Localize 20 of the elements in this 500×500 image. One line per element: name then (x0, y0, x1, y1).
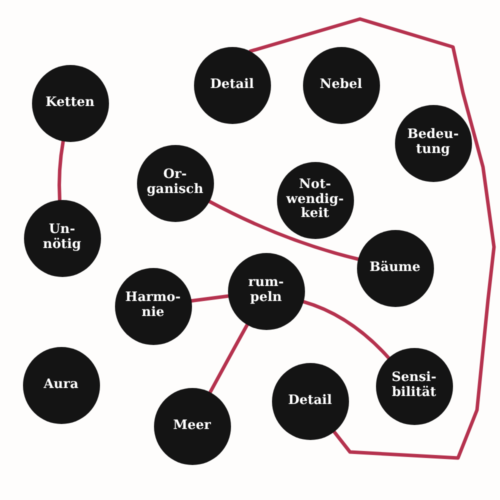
node-label: Sensi- bilität (392, 371, 436, 401)
node-label: rum- peln (248, 276, 284, 306)
node-label: Bedeu- tung (407, 128, 459, 158)
node-label: Detail (210, 78, 254, 92)
node-label: Ketten (45, 96, 95, 110)
node-label: Harmo- nie (125, 291, 181, 321)
node-label: Or- ganisch (146, 168, 204, 198)
node-label: Bäume (370, 260, 420, 276)
connector-line (189, 294, 230, 303)
connector-line (207, 199, 360, 261)
node-label: Nebel (320, 78, 362, 92)
connector-line (208, 322, 250, 394)
node-label: Not- wendig- keit (286, 178, 344, 222)
node-label: Aura (44, 378, 78, 392)
connector-line (248, 17, 496, 460)
connector-line (301, 300, 390, 360)
node-label: Un- nötig (42, 223, 82, 253)
node-label: Detail (288, 394, 332, 408)
node-label: Meer (173, 418, 211, 434)
connector-line (58, 139, 65, 202)
